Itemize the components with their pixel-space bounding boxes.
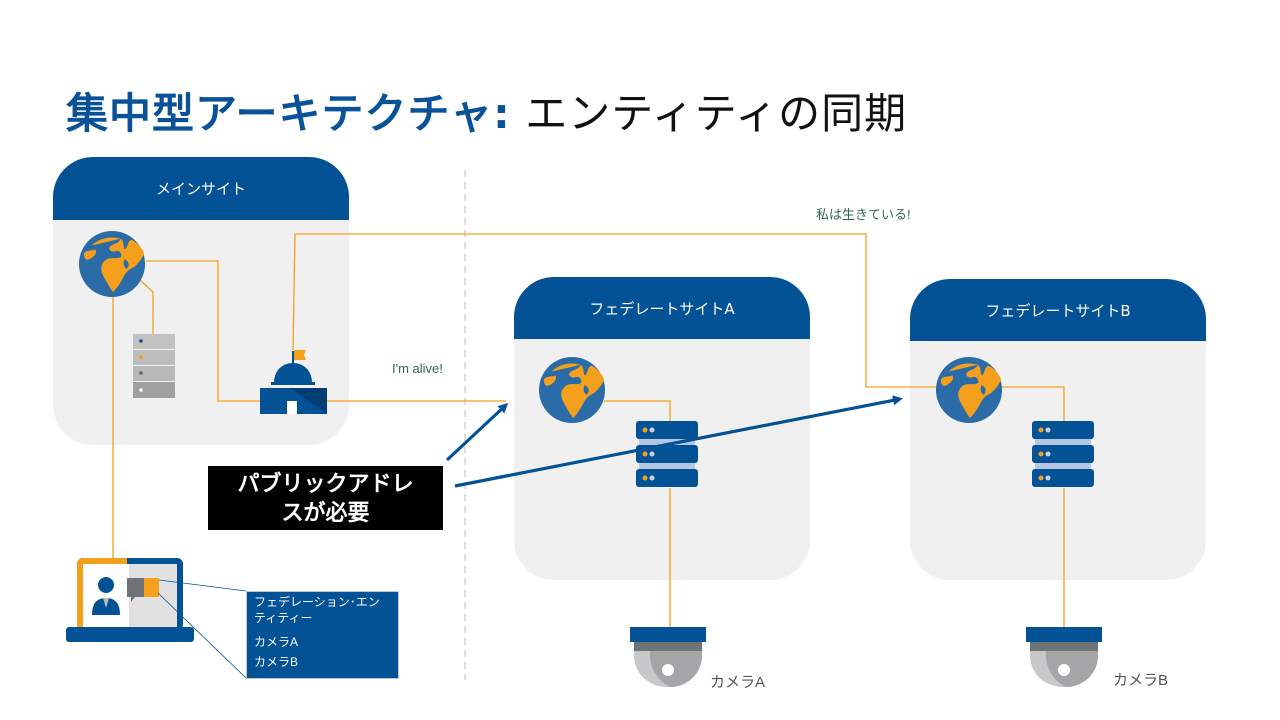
public-address-arrow-b	[454, 395, 903, 488]
federation-entity-panel: フェデレーション･エンティティー カメラA カメラB	[246, 591, 399, 679]
slide-title-highlight: 集中型アーキテクチャ:	[66, 89, 511, 138]
site-b-server-rack-icon	[1032, 421, 1094, 487]
federated-site-a-panel: フェデレートサイトA	[514, 277, 810, 580]
connector-globe-to-server	[139, 279, 154, 334]
camera-b-icon	[1026, 627, 1102, 687]
connector-globe-b-to-rack	[1002, 386, 1065, 423]
public-address-callout: パブリックアドレ スが必要	[208, 466, 443, 530]
entity-item-camera-b[interactable]: カメラB	[254, 655, 299, 669]
connector-globe-to-hq	[146, 260, 262, 402]
entity-item-camera-a[interactable]: カメラA	[254, 635, 299, 649]
federated-site-a-label: フェデレートサイトA	[589, 299, 735, 318]
entity-pointer-line-top	[158, 579, 247, 592]
main-site-globe-icon	[78, 230, 146, 298]
orange-connectors	[112, 233, 1065, 628]
camera-a-label: カメラA	[710, 674, 766, 691]
main-site-label: メインサイト	[155, 180, 246, 198]
public-address-arrow-a	[445, 402, 509, 462]
entity-pointer-line-bottom	[157, 592, 247, 679]
callout-line-2: スが必要	[281, 501, 370, 526]
camera-a-icon	[630, 627, 706, 687]
main-site-server-icon	[133, 334, 175, 398]
camera-b-label: カメラB	[1113, 672, 1169, 689]
site-a-globe-icon	[538, 356, 606, 424]
slide-title: 集中型アーキテクチャ: エンティティの同期	[66, 86, 907, 142]
federated-site-a-header: フェデレートサイトA	[514, 277, 810, 339]
im-alive-japanese-label: 私は生きている!	[816, 207, 911, 222]
connector-globe-a-to-rack	[604, 400, 671, 423]
connector-hq-to-site-b	[292, 233, 936, 388]
callout-line-1: パブリックアドレ	[237, 472, 414, 497]
im-alive-label: I'm alive!	[392, 361, 443, 376]
site-a-server-rack-icon	[636, 421, 698, 487]
federated-site-b-header: フェデレートサイトB	[910, 279, 1206, 341]
slide-title-rest: エンティティの同期	[510, 89, 908, 138]
entity-panel-title: フェデレーション･エンティティー	[254, 595, 380, 625]
laptop-client-icon	[66, 558, 194, 642]
federated-site-b-label: フェデレートサイトB	[985, 301, 1131, 320]
site-b-globe-icon	[935, 356, 1003, 424]
headquarters-icon	[260, 350, 327, 414]
main-site-header: メインサイト	[53, 157, 349, 220]
